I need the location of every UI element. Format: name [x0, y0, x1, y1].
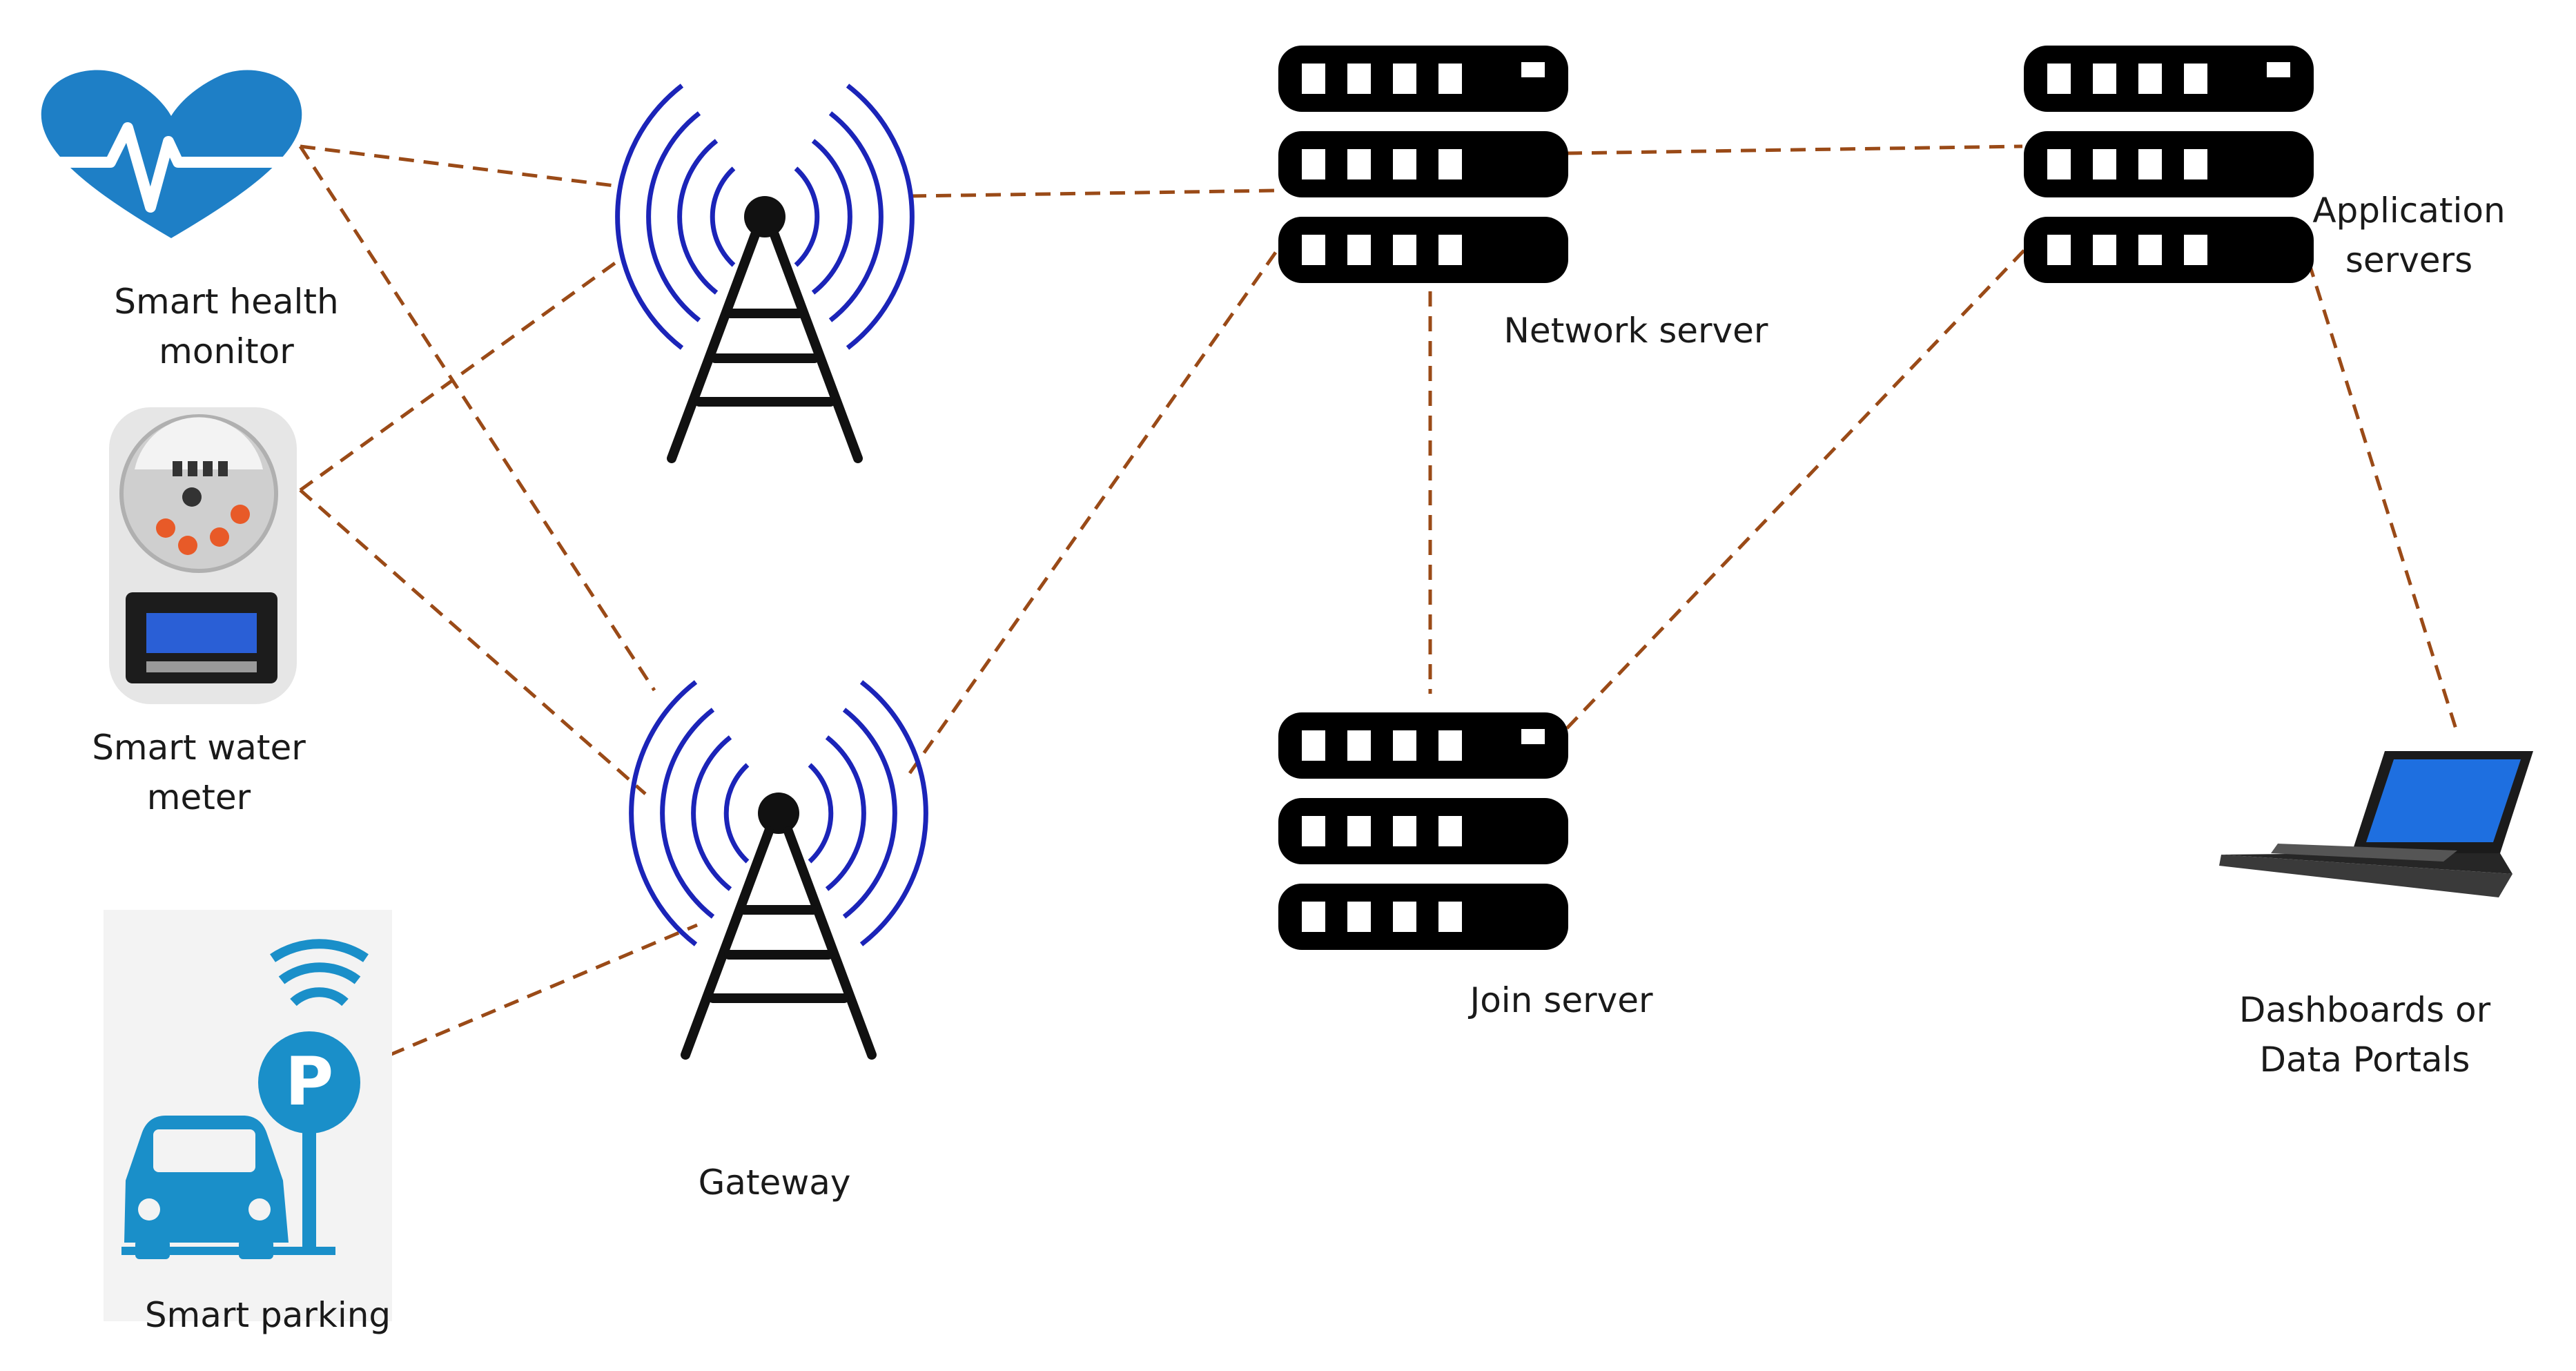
gateway-tower-bottom-icon — [632, 682, 926, 1055]
svg-text:P: P — [285, 1043, 333, 1120]
water-label-line1: Smart water — [92, 728, 306, 768]
app-servers-label-line1: Application — [2312, 191, 2505, 231]
link-water-gateway1 — [299, 257, 621, 492]
heart-pulse-icon — [41, 70, 302, 239]
water-label-line2: meter — [147, 777, 251, 817]
link-app-dashboard — [2307, 262, 2459, 734]
dashboards-label-line1: Dashboards or — [2239, 990, 2491, 1030]
link-join-app — [1565, 247, 2027, 730]
link-health-gateway2 — [298, 145, 656, 692]
link-gateway2-network — [908, 247, 1280, 775]
application-servers-icon — [2024, 46, 2314, 283]
network-server-label: Network server — [1504, 311, 1768, 351]
connection-links — [298, 144, 2459, 1057]
network-server-icon — [1278, 46, 1568, 283]
join-server-icon — [1278, 712, 1568, 950]
join-server-label: Join server — [1467, 980, 1653, 1020]
laptop-icon — [2219, 751, 2533, 897]
app-servers-label-line2: servers — [2345, 240, 2472, 280]
health-label-line2: monitor — [159, 331, 294, 371]
dashboards-label-line2: Data Portals — [2260, 1040, 2470, 1080]
gateway-label: Gateway — [699, 1163, 851, 1203]
gateway-tower-top-icon — [618, 86, 913, 458]
water-meter-icon — [109, 407, 297, 704]
health-label-line1: Smart health — [114, 282, 338, 322]
parking-label: Smart parking — [145, 1295, 391, 1335]
link-water-gateway2 — [299, 489, 647, 795]
link-network-app — [1566, 144, 2023, 155]
parking-car-icon: P — [104, 910, 392, 1321]
link-parking-gateway2 — [389, 923, 698, 1057]
link-health-gateway1 — [300, 144, 621, 188]
link-gateway1-network — [910, 188, 1278, 198]
